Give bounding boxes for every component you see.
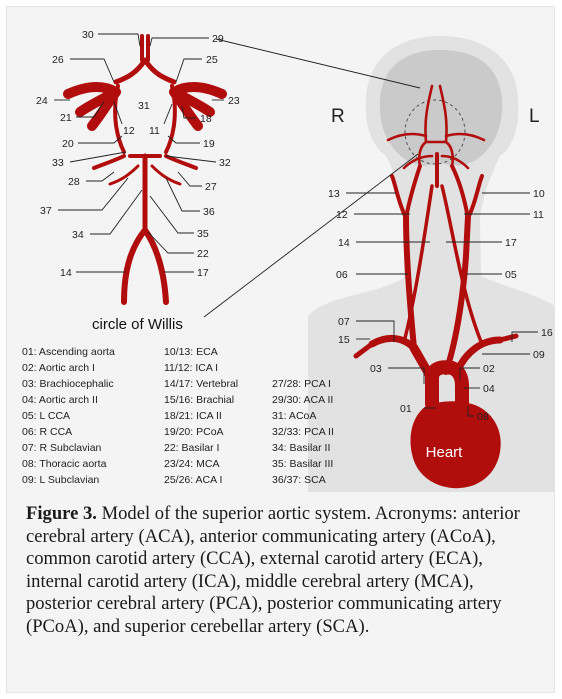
circle-of-willis [68, 36, 222, 302]
legend-item: 03: Brachiocephalic [22, 378, 114, 390]
label-16: 16 [541, 327, 553, 339]
legend-item: 08: Thoracic aorta [22, 458, 107, 470]
legend: 01: Ascending aorta 02: Aortic arch I 03… [22, 346, 334, 486]
label-04: 04 [483, 383, 495, 395]
label-07: 07 [338, 316, 350, 328]
legend-item: 35: Basilar III [272, 458, 333, 470]
legend-item: 07: R Subclavian [22, 442, 102, 454]
label-29: 29 [212, 33, 224, 45]
legend-item: 34: Basilar II [272, 442, 330, 454]
label-14: 14 [338, 237, 350, 249]
legend-item: 15/16: Brachial [164, 394, 234, 406]
label-32: 32 [219, 157, 231, 169]
label-03: 03 [370, 363, 382, 375]
label-14-cow: 14 [60, 267, 72, 279]
caption-label: Figure 3. [26, 503, 97, 524]
label-06: 06 [336, 269, 348, 281]
legend-item: 23/24: MCA [164, 458, 219, 470]
label-05: 05 [505, 269, 517, 281]
label-12-cow: 12 [123, 125, 135, 137]
label-35: 35 [197, 228, 209, 240]
circle-of-willis-label: circle of Willis [92, 316, 183, 333]
legend-item: 27/28: PCA I [272, 378, 331, 390]
legend-item: 09: L Subclavian [22, 474, 99, 486]
label-26: 26 [52, 54, 64, 66]
vertebrals [124, 230, 166, 302]
label-11: 11 [533, 209, 544, 221]
label-37: 37 [40, 205, 52, 217]
legend-item: 19/20: PCoA [164, 426, 224, 438]
label-22: 22 [197, 248, 209, 260]
r-mca [68, 87, 116, 126]
brain-shape [380, 50, 503, 166]
legend-item: 22: Basilar I [164, 442, 219, 454]
heart-label: Heart [426, 444, 464, 461]
legend-column-3: 27/28: PCA I 29/30: ACA II 31: ACoA 32/3… [272, 378, 334, 486]
legend-item: 10/13: ECA [164, 346, 218, 358]
label-11-cow: 11 [149, 125, 160, 137]
label-20: 20 [62, 138, 74, 150]
label-02: 02 [483, 363, 495, 375]
legend-item: 32/33: PCA II [272, 426, 334, 438]
legend-item: 18/21: ICA II [164, 410, 222, 422]
legend-item: 01: Ascending aorta [22, 346, 115, 358]
legend-column-2: 10/13: ECA 11/12: ICA I 14/17: Vertebral… [164, 346, 238, 486]
label-28: 28 [68, 176, 80, 188]
label-36: 36 [203, 206, 215, 218]
label-24: 24 [36, 95, 48, 107]
l-mca [174, 87, 222, 126]
label-21: 21 [60, 112, 72, 124]
label-01: 01 [400, 403, 412, 415]
label-13: 13 [328, 188, 340, 200]
label-15: 15 [338, 334, 350, 346]
label-19: 19 [203, 138, 215, 150]
legend-item: 11/12: ICA I [164, 362, 218, 374]
legend-item: 25/26: ACA I [164, 474, 222, 486]
aca-i [116, 60, 174, 82]
label-17-cow: 17 [197, 267, 209, 279]
legend-item: 02: Aortic arch I [22, 362, 95, 374]
label-23: 23 [228, 95, 240, 107]
figure-caption: Figure 3. Model of the superior aortic s… [26, 503, 541, 639]
legend-column-1: 01: Ascending aorta 02: Aortic arch I 03… [22, 346, 115, 486]
label-08: 08 [477, 411, 489, 423]
legend-item: 05: L CCA [22, 410, 70, 422]
label-12: 12 [336, 209, 348, 221]
label-10: 10 [533, 188, 545, 200]
caption-text: Model of the superior aortic system. Acr… [26, 503, 520, 637]
legend-item: 36/37: SCA [272, 474, 326, 486]
label-33: 33 [52, 157, 64, 169]
label-18: 18 [200, 113, 212, 125]
label-30: 30 [82, 29, 94, 41]
aca-ii [142, 36, 148, 60]
legend-item: 06: R CCA [22, 426, 72, 438]
label-09: 09 [533, 349, 545, 361]
legend-item: 29/30: ACA II [272, 394, 333, 406]
legend-item: 14/17: Vertebral [164, 378, 238, 390]
aortic-system-diagram: Heart R L [6, 6, 555, 501]
label-31: 31 [138, 100, 150, 112]
left-side-label: L [529, 106, 540, 127]
legend-item: 04: Aortic arch II [22, 394, 98, 406]
label-27: 27 [205, 181, 217, 193]
label-17: 17 [505, 237, 517, 249]
legend-item: 31: ACoA [272, 410, 316, 422]
label-25: 25 [206, 54, 218, 66]
right-side-label: R [331, 106, 345, 127]
label-34: 34 [72, 229, 84, 241]
